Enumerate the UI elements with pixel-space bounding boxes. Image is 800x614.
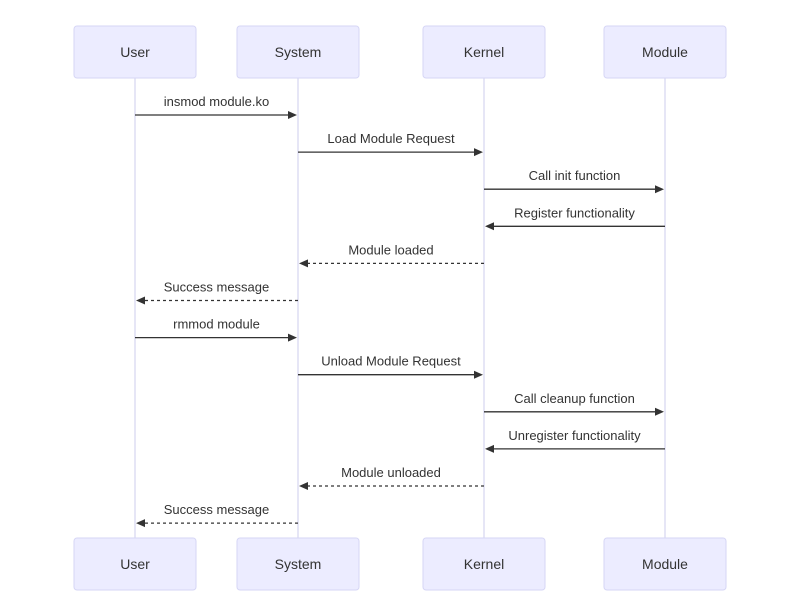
participant-label-kernel: Kernel [464,44,504,60]
arrowhead-icon [288,111,297,119]
participant-box-kernel [422,25,546,79]
arrowhead-icon [299,482,308,490]
message-rmmod-module: rmmod module [135,317,297,342]
participant-user-top: User [73,25,197,79]
participant-label-user: User [120,556,150,572]
arrowhead-icon [299,259,308,268]
message-success-message: Success message [136,280,298,305]
lifelines [134,78,666,538]
message-module-loaded: Module loaded [299,242,484,268]
message-label: rmmod module [173,317,260,332]
message-success-message: Success message [136,502,298,528]
arrowhead-icon [655,185,664,194]
message-label: insmod module.ko [164,94,270,109]
message-label: Module loaded [348,242,433,257]
arrowhead-icon [136,519,145,528]
message-label: Unregister functionality [508,428,641,443]
message-insmod-module-ko: insmod module.ko [135,94,297,119]
participant-box-kernel [422,537,546,591]
message-call-cleanup-function: Call cleanup function [484,391,664,416]
participant-box-module [603,25,727,79]
message-load-module-request: Load Module Request [298,131,483,157]
participant-system-bottom: System [236,537,360,591]
participant-module-top: Module [603,25,727,79]
participant-kernel-bottom: Kernel [422,537,546,591]
participant-kernel-top: Kernel [422,25,546,79]
participant-label-module: Module [642,44,688,60]
message-unload-module-request: Unload Module Request [298,354,483,379]
participant-module-bottom: Module [603,537,727,591]
arrowhead-icon [474,148,483,157]
arrowhead-icon [485,444,494,453]
message-label: Unload Module Request [321,354,461,369]
message-label: Module unloaded [341,465,441,480]
participant-box-user [73,25,197,79]
participant-user-bottom: User [73,537,197,591]
message-label: Success message [164,280,270,295]
arrowhead-icon [136,296,145,305]
arrowhead-icon [655,407,664,416]
message-call-init-function: Call init function [484,168,664,194]
message-label: Success message [164,502,270,517]
participant-box-system [236,25,360,79]
arrowhead-icon [474,370,483,379]
participant-box-user [73,537,197,591]
participant-label-user: User [120,44,150,60]
message-module-unloaded: Module unloaded [299,465,484,490]
participant-label-system: System [275,556,322,572]
arrowhead-icon [288,333,297,342]
participants-top: User System Kernel Module [73,25,727,79]
message-label: Call cleanup function [514,391,635,406]
message-label: Load Module Request [327,131,455,146]
participant-box-module [603,537,727,591]
participant-system-top: System [236,25,360,79]
message-label: Register functionality [514,205,635,220]
participant-label-kernel: Kernel [464,556,504,572]
message-label: Call init function [529,168,621,183]
message-register-functionality: Register functionality [485,205,665,231]
arrowhead-icon [485,222,494,231]
participants-bottom: User System Kernel Module [73,537,727,591]
participant-label-module: Module [642,556,688,572]
participant-label-system: System [275,44,322,60]
participant-box-system [236,537,360,591]
message-unregister-functionality: Unregister functionality [485,428,665,453]
